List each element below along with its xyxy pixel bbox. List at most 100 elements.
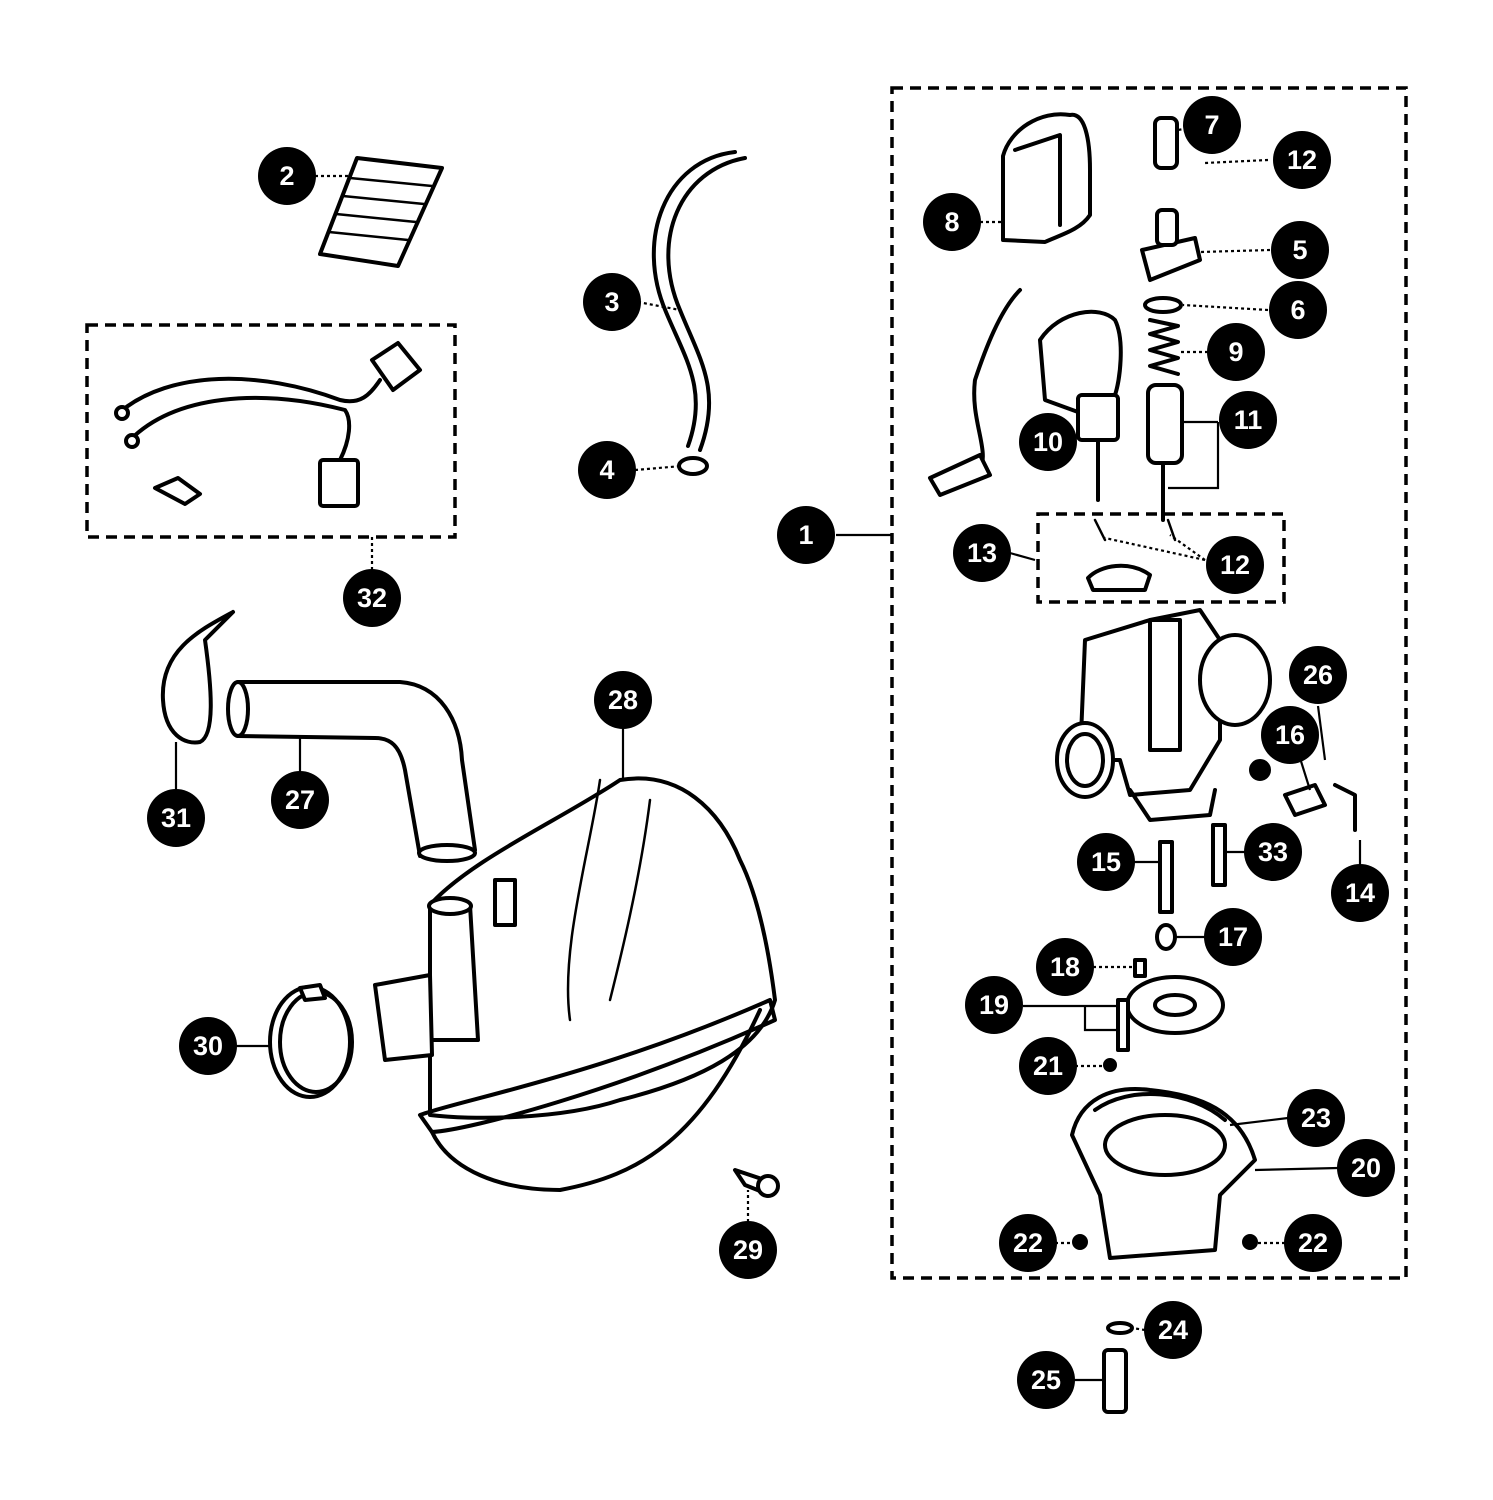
callout-c6: 6 bbox=[1269, 281, 1327, 339]
callout-c16: 16 bbox=[1261, 706, 1319, 764]
drain-clip bbox=[1106, 1321, 1134, 1335]
callout-circle bbox=[1289, 646, 1347, 704]
callout-circle bbox=[1019, 413, 1077, 471]
callout-circle bbox=[953, 524, 1011, 582]
callout-circle bbox=[179, 1017, 237, 1075]
callout-circle bbox=[1337, 1139, 1395, 1197]
needle-spring-seat bbox=[1153, 116, 1179, 170]
callout-label: 6 bbox=[1290, 295, 1305, 325]
float-clip bbox=[1103, 1058, 1117, 1072]
callout-circle bbox=[1183, 96, 1241, 154]
callout-circle bbox=[1284, 1214, 1342, 1272]
callout-c29: 29 bbox=[719, 1221, 777, 1279]
callout-c19: 19 bbox=[965, 976, 1023, 1034]
callout-circle bbox=[965, 976, 1023, 1034]
carburetor-assembly-group-box bbox=[890, 86, 1408, 1280]
callout-c12b: 12 bbox=[1206, 536, 1264, 594]
callout-label: 3 bbox=[604, 287, 619, 317]
callout-c11: 11 bbox=[1219, 391, 1277, 449]
callout-c9: 9 bbox=[1207, 323, 1265, 381]
callout-label: 12 bbox=[1220, 550, 1250, 580]
callout-c4: 4 bbox=[578, 441, 636, 499]
callout-c26: 26 bbox=[1289, 646, 1347, 704]
callout-circle bbox=[1204, 908, 1262, 966]
callout-c33: 33 bbox=[1244, 823, 1302, 881]
callout-circle bbox=[258, 147, 316, 205]
callout-label: 17 bbox=[1218, 922, 1248, 952]
callout-label: 18 bbox=[1050, 952, 1080, 982]
callout-circle bbox=[1271, 221, 1329, 279]
auto-choke bbox=[928, 288, 1123, 502]
air-filter-housing bbox=[373, 776, 777, 1192]
callout-c12a: 12 bbox=[1273, 131, 1331, 189]
vent-hose bbox=[651, 150, 747, 452]
callout-c27: 27 bbox=[271, 771, 329, 829]
callout-circle bbox=[1019, 1037, 1077, 1095]
float-needle bbox=[1133, 958, 1147, 978]
throttle-cap bbox=[1140, 208, 1202, 282]
callout-circle bbox=[1244, 823, 1302, 881]
callout-label: 13 bbox=[967, 538, 997, 568]
callout-c28: 28 bbox=[594, 671, 652, 729]
main-jet-holder bbox=[1158, 840, 1174, 914]
needle-retainer-plate bbox=[1086, 518, 1177, 592]
callout-c25: 25 bbox=[1017, 1351, 1075, 1409]
callout-label: 28 bbox=[608, 685, 638, 715]
callout-label: 21 bbox=[1033, 1051, 1063, 1081]
callout-c22b: 22 bbox=[1284, 1214, 1342, 1272]
callout-label: 19 bbox=[979, 990, 1009, 1020]
callout-c18: 18 bbox=[1036, 938, 1094, 996]
callout-c24: 24 bbox=[1144, 1301, 1202, 1359]
callout-c5: 5 bbox=[1271, 221, 1329, 279]
bowl-screw-right bbox=[1242, 1234, 1258, 1250]
callout-c31: 31 bbox=[147, 789, 205, 847]
callout-label: 10 bbox=[1033, 427, 1063, 457]
callout-label: 23 bbox=[1301, 1103, 1331, 1133]
callout-circle bbox=[1331, 864, 1389, 922]
callout-c8: 8 bbox=[923, 193, 981, 251]
main-jet bbox=[1155, 923, 1177, 951]
callout-c10: 10 bbox=[1019, 413, 1077, 471]
callout-c30: 30 bbox=[179, 1017, 237, 1075]
callout-label: 33 bbox=[1258, 837, 1288, 867]
callout-label: 31 bbox=[161, 803, 191, 833]
callout-circle bbox=[1036, 938, 1094, 996]
callout-c15: 15 bbox=[1077, 833, 1135, 891]
callout-circle bbox=[583, 273, 641, 331]
drain-plug bbox=[733, 1168, 780, 1198]
float-pin bbox=[1116, 998, 1130, 1052]
callout-label: 12 bbox=[1287, 145, 1317, 175]
callout-c20: 20 bbox=[1337, 1139, 1395, 1197]
callout-circle bbox=[1207, 323, 1265, 381]
callout-label: 5 bbox=[1292, 235, 1307, 265]
retaining-strap bbox=[160, 610, 235, 745]
callout-label: 16 bbox=[1275, 720, 1305, 750]
callout-circle bbox=[1206, 536, 1264, 594]
callout-label: 26 bbox=[1303, 660, 1333, 690]
hose-clamp bbox=[268, 983, 354, 1099]
intake-pipe bbox=[226, 680, 477, 863]
throttle-spring bbox=[1148, 318, 1180, 376]
callout-circle bbox=[578, 441, 636, 499]
wiring-harness-group-box bbox=[85, 323, 457, 539]
callout-circle bbox=[1219, 391, 1277, 449]
chamber-top-cover bbox=[1001, 112, 1092, 244]
callout-circle bbox=[1017, 1351, 1075, 1409]
callout-label: 15 bbox=[1091, 847, 1121, 877]
callout-c22a: 22 bbox=[999, 1214, 1057, 1272]
callout-label: 29 bbox=[733, 1235, 763, 1265]
callout-circle bbox=[777, 506, 835, 564]
air-filter-element bbox=[318, 156, 444, 268]
callout-circle bbox=[1287, 1089, 1345, 1147]
callout-circle bbox=[1273, 131, 1331, 189]
callout-label: 8 bbox=[944, 207, 959, 237]
float-bowl bbox=[1070, 1087, 1257, 1260]
callout-circle bbox=[594, 671, 652, 729]
callout-label: 9 bbox=[1228, 337, 1243, 367]
callout-c13: 13 bbox=[953, 524, 1011, 582]
callout-c32: 32 bbox=[343, 569, 401, 627]
overflow-tube bbox=[1333, 783, 1357, 832]
o-ring bbox=[1143, 296, 1183, 314]
